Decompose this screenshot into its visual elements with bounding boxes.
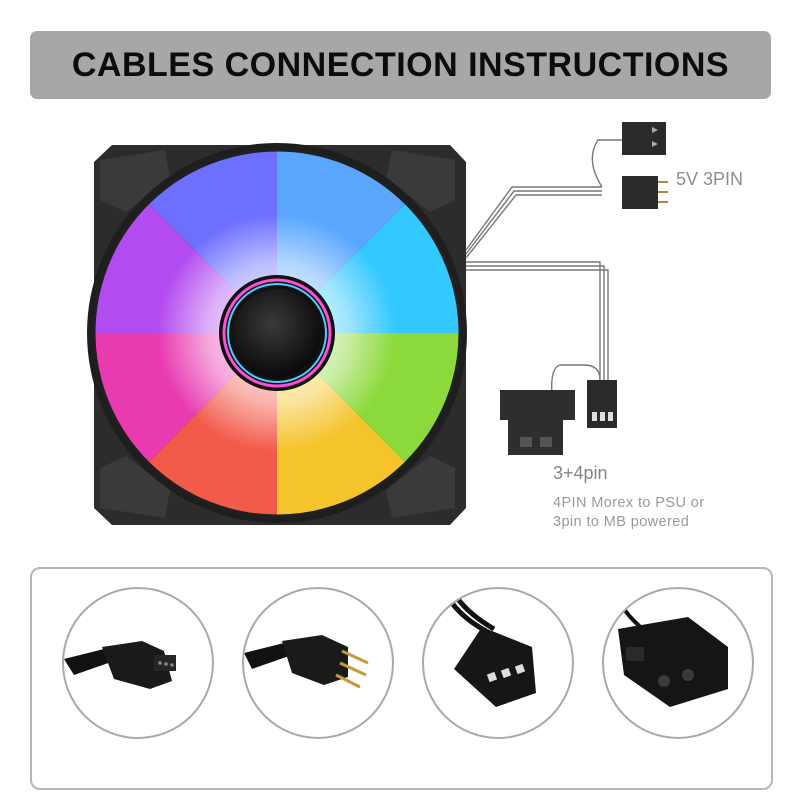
- title-banner: CABLES CONNECTION INSTRUCTIONS: [30, 31, 771, 99]
- connector-circle-4: [602, 587, 754, 739]
- mb-3pin-connector: [587, 380, 617, 428]
- connector-circle-3: [422, 587, 574, 739]
- fan-hub: [219, 275, 335, 391]
- molex-connector: [500, 390, 575, 455]
- 3pin-mb-connector-icon: [450, 597, 536, 707]
- connector-circle-1: [62, 587, 214, 739]
- molex-4pin-icon: [618, 607, 728, 707]
- fan-cables: [465, 139, 622, 396]
- rgb-3pin-female-connector: [622, 122, 666, 155]
- page-title: CABLES CONNECTION INSTRUCTIONS: [71, 45, 730, 84]
- label-5v-3pin: 5V 3PIN: [676, 169, 744, 189]
- label-power-description: 4PIN Morex to PSU or 3pin to MB powered: [553, 494, 704, 532]
- connector-gallery: [30, 567, 773, 790]
- rgb-3pin-male-icon: [244, 635, 369, 689]
- label-power-line1: 4PIN Morex to PSU or: [553, 495, 705, 511]
- fan-wiring-diagram: [87, 122, 668, 525]
- rgb-3pin-female-icon: [64, 641, 176, 689]
- rgb-3pin-male-connector: [622, 176, 668, 209]
- connector-circle-2: [242, 587, 394, 739]
- label-power-line2: 3pin to MB powered: [553, 514, 690, 530]
- label-3-plus-4pin: 3+4pin: [553, 463, 608, 483]
